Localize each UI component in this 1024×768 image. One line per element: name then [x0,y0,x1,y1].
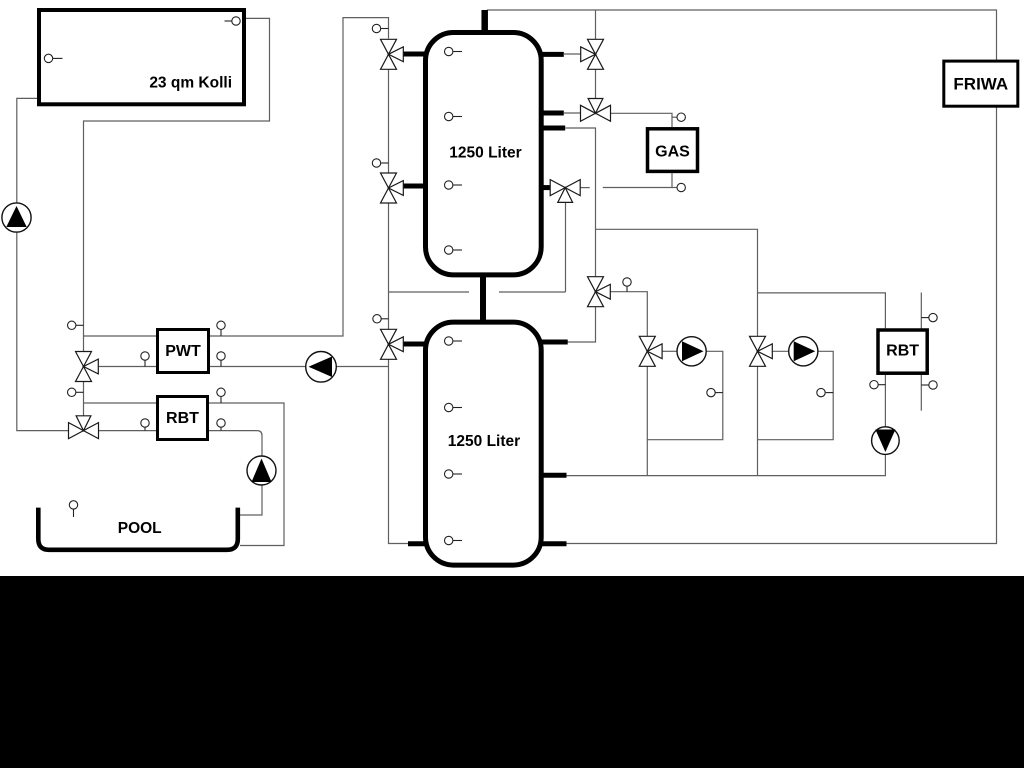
svg-text:GAS: GAS [655,144,690,161]
svg-text:23 qm Kolli: 23 qm Kolli [149,75,232,92]
svg-text:RBT: RBT [886,343,919,360]
svg-text:1250 Liter: 1250 Liter [448,433,520,450]
svg-text:RBT: RBT [166,410,199,427]
svg-text:FRIWA: FRIWA [953,75,1008,94]
svg-text:PWT: PWT [165,343,201,360]
svg-text:1250 Liter: 1250 Liter [449,145,521,162]
svg-text:POOL: POOL [118,520,162,537]
